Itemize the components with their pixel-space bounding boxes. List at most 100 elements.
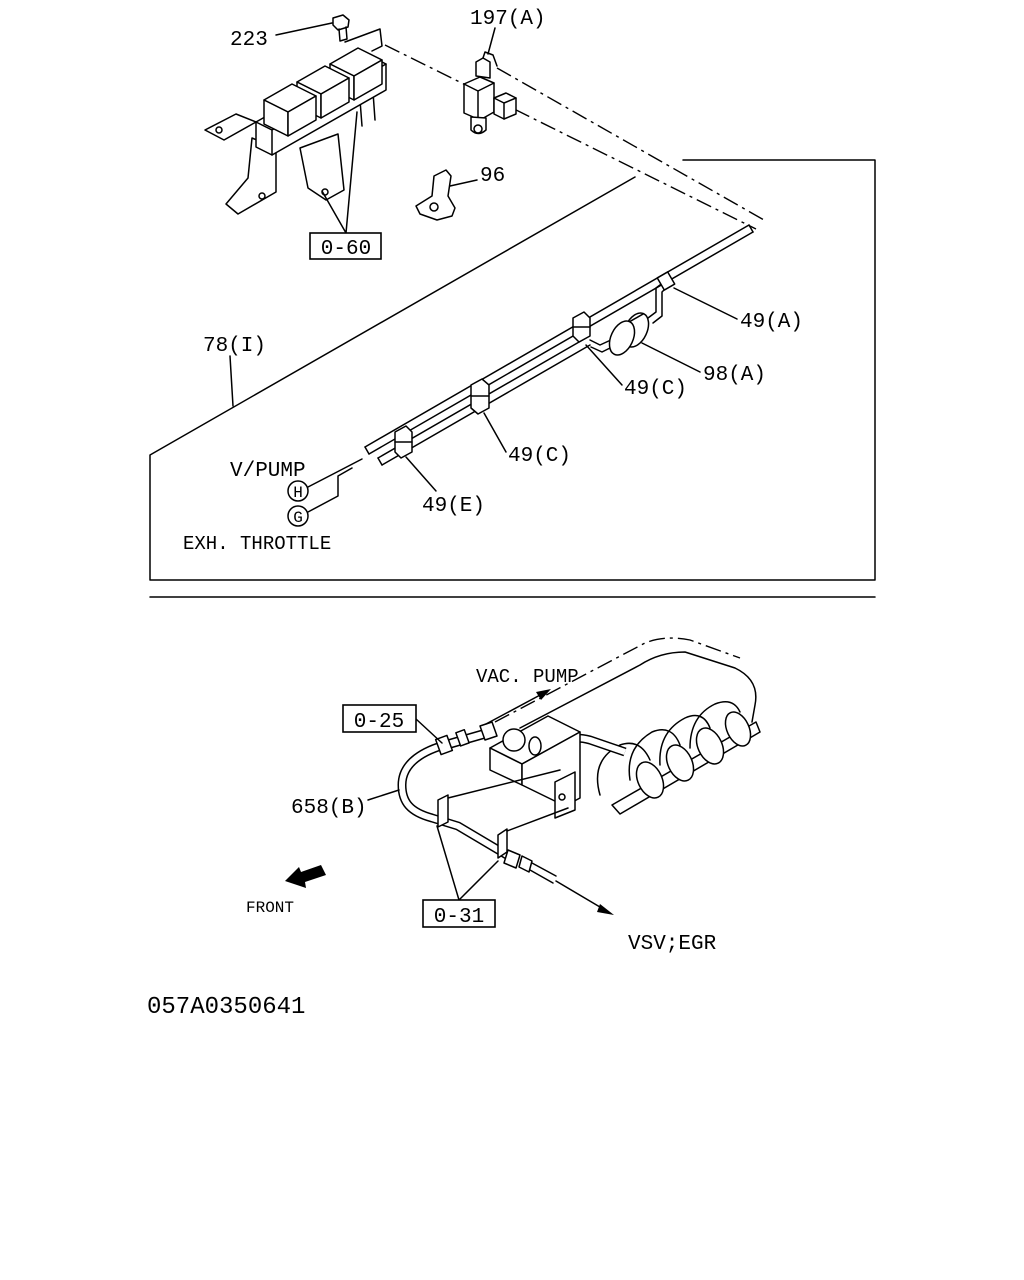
relay-1 [263, 83, 317, 137]
front-arrow-icon [285, 865, 326, 888]
leader-025 [415, 718, 443, 744]
mount-bracket-a-arm [447, 769, 561, 799]
manifold-runner-2 [628, 729, 681, 781]
tube-1-edge-a [364, 224, 750, 448]
relay-1-side [287, 95, 317, 137]
egr-tube-edge-b [529, 869, 554, 884]
vsv-connector [493, 92, 517, 120]
ref-box-031 [422, 899, 496, 928]
leader-223 [275, 22, 333, 36]
label-vac-pump: VAC. PUMP [476, 666, 579, 688]
tube-1-edge-b [368, 231, 754, 455]
leader-78i [229, 355, 234, 407]
throttle-actuator [502, 728, 526, 752]
vsv-lower-port [473, 124, 483, 134]
relay-2-side [320, 77, 350, 119]
connector-g-letter: G [293, 509, 303, 527]
label-223: 223 [230, 29, 268, 52]
vsv-connector-edges [493, 97, 517, 120]
throttle-body [489, 715, 581, 819]
tube-1-end-upper [748, 224, 754, 233]
vac-pump-arrow-line [485, 693, 543, 725]
label-49e: 49(E) [422, 495, 485, 518]
vsv-body [463, 76, 495, 121]
leader-060-left [321, 190, 347, 234]
leader-031-right [458, 860, 499, 901]
tube-2-end [377, 457, 383, 466]
label-96: 96 [480, 165, 505, 188]
bracket-left-tab-hole [215, 126, 223, 134]
label-vpump: V/PUMP [230, 460, 306, 483]
label-front: FRONT [246, 899, 294, 917]
manifold-plenum-top [519, 651, 757, 729]
bracket-upper-flange [344, 28, 383, 52]
manifold-runner-1 [596, 742, 651, 796]
phantom-line-bracket [384, 44, 757, 230]
manifold-runner-4 [689, 701, 741, 749]
hose-clip-upper [455, 728, 470, 747]
manifold-port-1 [635, 761, 665, 799]
pipe-assembly-78i [364, 224, 754, 466]
leader-96 [449, 179, 478, 187]
bolt-head [332, 14, 350, 31]
bolt-223 [332, 14, 350, 42]
vac-pump-fitting [479, 721, 498, 741]
hose-658b-inner [399, 741, 514, 861]
phantom-line-vsv [496, 67, 765, 221]
canister-front-face [608, 320, 636, 356]
throttle-bolt [558, 793, 566, 801]
connector-h-circle [287, 480, 309, 502]
bracket-96-plate [415, 169, 456, 221]
relay-bracket [204, 28, 387, 215]
bracket-left-tab [204, 113, 257, 141]
mount-bracket-b-arm [506, 807, 569, 832]
leader-197a [487, 27, 496, 55]
label-exh-throttle: EXH. THROTTLE [183, 533, 331, 555]
vsv-upper-pipe [482, 51, 498, 67]
ref-box-025 [342, 704, 417, 733]
manifold-port-2 [665, 744, 695, 782]
egr-fitting-2 [518, 855, 533, 873]
assembly-frame [149, 159, 876, 581]
label-025: 0-25 [354, 711, 404, 734]
bracket-left-leg-hole [258, 192, 266, 200]
throttle-fitting [528, 736, 542, 756]
lower-view: VAC. PUMP VSV;EGR 0-25 658(B) 0-31 [246, 637, 761, 956]
leader-49a [673, 287, 738, 320]
mount-bracket-a [437, 794, 449, 828]
label-vsv-egr: VSV;EGR [628, 933, 717, 956]
manifold-hidden-outline [494, 637, 741, 723]
leader-658b [367, 789, 400, 801]
leader-49e [405, 456, 437, 492]
label-78i: 78(I) [203, 335, 266, 358]
label-060: 0-60 [321, 238, 371, 261]
clip-49a [656, 271, 676, 291]
vac-pump-arrow-head [536, 689, 551, 700]
relay-3-side [353, 59, 383, 101]
label-197a: 197(A) [470, 8, 546, 31]
leader-060-right [345, 111, 358, 234]
vsv-197a [463, 51, 517, 135]
egr-fitting-1 [503, 849, 521, 869]
bolt-shank [338, 26, 348, 42]
mount-bracket-b [497, 828, 508, 859]
label-49c-lower: 49(C) [508, 445, 571, 468]
connector-g-circle [287, 505, 309, 527]
bracket-96-hole [429, 202, 439, 212]
upper-view: 223 197(A) 96 0-60 [149, 8, 876, 581]
vsv-body-edges [463, 82, 495, 120]
vsv-upper-nozzle [475, 57, 491, 79]
label-49a: 49(A) [740, 311, 803, 334]
bracket-96 [415, 169, 456, 221]
ref-box-060 [309, 232, 382, 260]
drawing-number: 057A0350641 [147, 994, 305, 1021]
manifold-port-4 [724, 711, 752, 747]
vsv-egr-arrow-line [555, 880, 606, 911]
vsv-egr-arrow-head [597, 904, 614, 915]
leader-49c-upper [585, 344, 623, 386]
connector-h-line [307, 458, 363, 488]
leader-49c-lower [483, 412, 507, 453]
connector-g-line [307, 467, 353, 513]
label-031: 0-31 [434, 906, 484, 929]
